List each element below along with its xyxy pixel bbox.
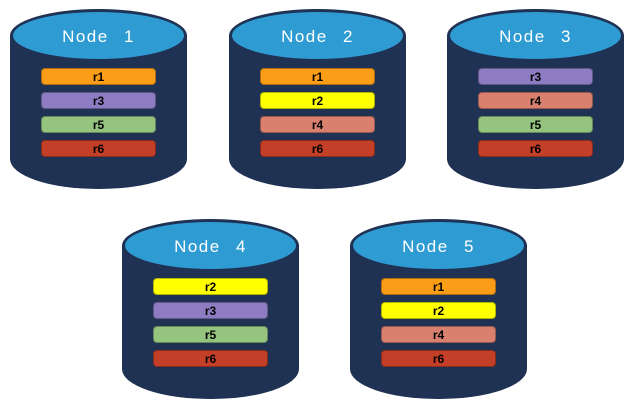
node-label: Node 3 (499, 26, 572, 46)
replica-bar: r6 (153, 350, 268, 367)
replica-bar: r5 (41, 116, 156, 133)
replica-bar: r2 (153, 278, 268, 295)
database-node: Node 3 r3 r4 r5 r6 (447, 9, 624, 189)
replica-bar: r1 (260, 68, 375, 85)
database-node: Node 5 r1 r2 r4 r6 (350, 219, 527, 399)
node-label: Node 5 (402, 236, 475, 256)
replica-bar: r6 (260, 140, 375, 157)
replica-bar: r6 (478, 140, 593, 157)
database-cylinder-top: Node 5 (350, 219, 527, 272)
replica-bar: r4 (260, 116, 375, 133)
node-label: Node 2 (281, 26, 354, 46)
replica-list: r1 r2 r4 r6 (381, 278, 496, 374)
replica-bar: r5 (478, 116, 593, 133)
replica-bar: r6 (41, 140, 156, 157)
database-node: Node 2 r1 r2 r4 r6 (229, 9, 406, 189)
database-cylinder-top: Node 2 (229, 9, 406, 62)
replica-list: r3 r4 r5 r6 (478, 68, 593, 164)
replica-bar: r1 (381, 278, 496, 295)
replica-bar: r5 (153, 326, 268, 343)
replica-list: r1 r3 r5 r6 (41, 68, 156, 164)
database-node: Node 1 r1 r3 r5 r6 (10, 9, 187, 189)
database-cylinder-top: Node 3 (447, 9, 624, 62)
replica-bar: r2 (260, 92, 375, 109)
replica-bar: r3 (153, 302, 268, 319)
replica-bar: r4 (478, 92, 593, 109)
database-cylinder-top: Node 1 (10, 9, 187, 62)
replica-bar: r4 (381, 326, 496, 343)
replica-bar: r1 (41, 68, 156, 85)
replica-bar: r3 (478, 68, 593, 85)
replica-list: r1 r2 r4 r6 (260, 68, 375, 164)
database-cylinder-top: Node 4 (122, 219, 299, 272)
replica-list: r2 r3 r5 r6 (153, 278, 268, 374)
node-label: Node 4 (174, 236, 247, 256)
database-node: Node 4 r2 r3 r5 r6 (122, 219, 299, 399)
replica-bar: r3 (41, 92, 156, 109)
replica-bar: r2 (381, 302, 496, 319)
replica-bar: r6 (381, 350, 496, 367)
node-label: Node 1 (62, 26, 135, 46)
